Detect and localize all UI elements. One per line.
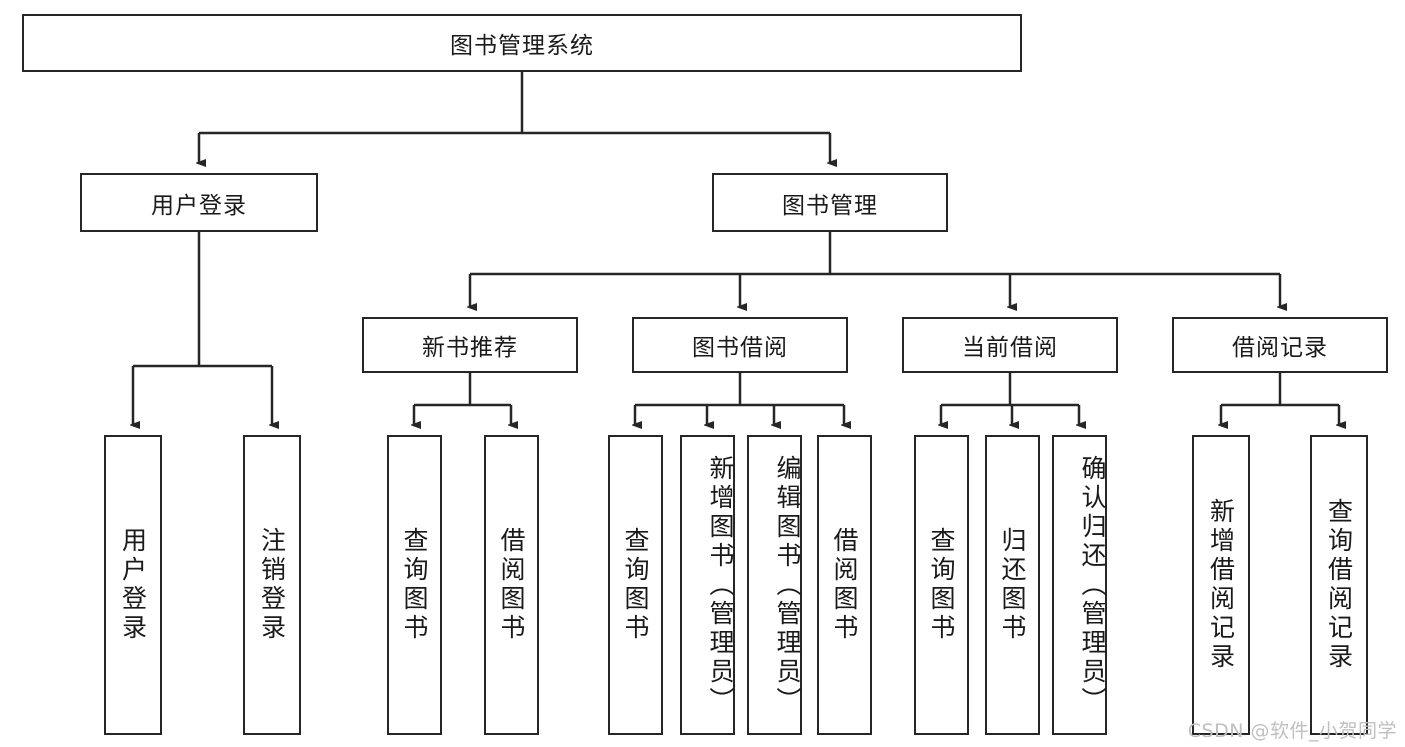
node-leaf-user-login-label: 用户登录 (118, 527, 148, 643)
node-leaf-borrow-book-2[interactable]: 借阅图书 (817, 435, 872, 735)
node-borrow-record[interactable]: 借阅记录 (1172, 317, 1388, 373)
node-leaf-edit-book[interactable]: 编辑图书（管理员） (747, 435, 802, 735)
node-book-borrow[interactable]: 图书借阅 (632, 317, 848, 373)
node-leaf-query-book-2-label: 查询图书 (621, 527, 650, 643)
node-root-label: 图书管理系统 (450, 33, 594, 59)
node-leaf-add-record-label: 新增借阅记录 (1206, 498, 1236, 672)
node-leaf-borrow-book-1-label: 借阅图书 (497, 527, 526, 643)
node-leaf-query-record-label: 查询借阅记录 (1324, 498, 1354, 672)
node-new-book-rec[interactable]: 新书推荐 (362, 317, 578, 373)
node-leaf-return-book[interactable]: 归还图书 (985, 435, 1040, 735)
node-leaf-confirm-return[interactable]: 确认归还（管理员） (1052, 435, 1107, 735)
node-leaf-add-record[interactable]: 新增借阅记录 (1192, 435, 1250, 735)
node-leaf-query-book-3-label: 查询图书 (927, 527, 956, 643)
node-leaf-return-book-label: 归还图书 (998, 527, 1027, 643)
node-book-manage-label: 图书管理 (782, 192, 878, 219)
node-leaf-add-book-label: 新增图书（管理员） (706, 454, 735, 716)
node-leaf-borrow-book-1[interactable]: 借阅图书 (484, 435, 539, 735)
node-book-borrow-label: 图书借阅 (692, 335, 788, 361)
node-borrow-record-label: 借阅记录 (1232, 335, 1328, 361)
node-leaf-query-book-3[interactable]: 查询图书 (914, 435, 969, 735)
node-leaf-query-book-1-label: 查询图书 (400, 527, 429, 643)
node-new-book-rec-label: 新书推荐 (422, 335, 518, 361)
node-leaf-user-login[interactable]: 用户登录 (104, 435, 162, 735)
node-book-manage[interactable]: 图书管理 (712, 173, 948, 232)
node-leaf-user-logout-label: 注销登录 (257, 527, 287, 643)
node-leaf-query-book-2[interactable]: 查询图书 (608, 435, 663, 735)
node-leaf-confirm-return-label: 确认归还（管理员） (1078, 454, 1107, 716)
node-current-borrow[interactable]: 当前借阅 (902, 317, 1118, 373)
watermark-text: CSDN @软件_小贺同学 (1187, 720, 1397, 742)
node-leaf-user-logout[interactable]: 注销登录 (243, 435, 301, 735)
node-leaf-query-record[interactable]: 查询借阅记录 (1310, 435, 1368, 735)
node-root[interactable]: 图书管理系统 (22, 14, 1022, 72)
node-user-login-label: 用户登录 (151, 192, 247, 219)
node-leaf-add-book[interactable]: 新增图书（管理员） (680, 435, 735, 735)
node-current-borrow-label: 当前借阅 (962, 335, 1058, 361)
node-leaf-edit-book-label: 编辑图书（管理员） (773, 454, 802, 716)
node-leaf-query-book-1[interactable]: 查询图书 (387, 435, 442, 735)
node-user-login[interactable]: 用户登录 (80, 173, 318, 232)
node-leaf-borrow-book-2-label: 借阅图书 (830, 527, 859, 643)
